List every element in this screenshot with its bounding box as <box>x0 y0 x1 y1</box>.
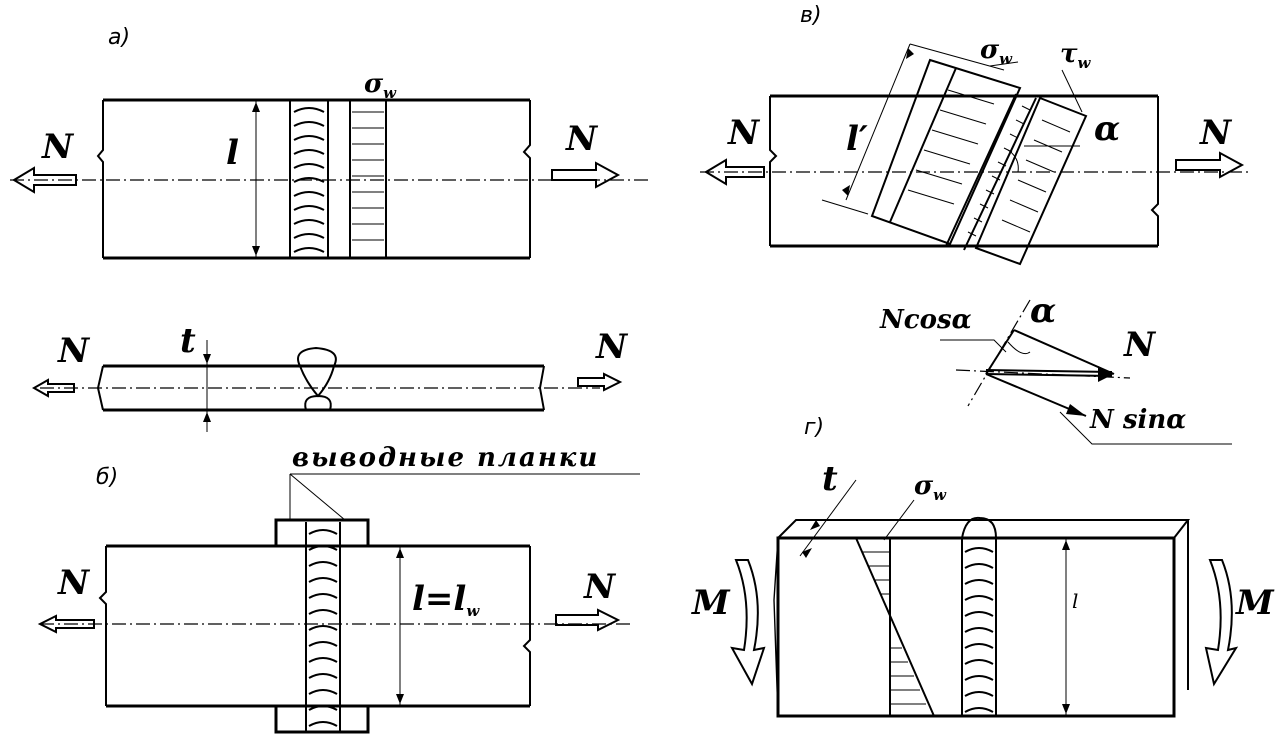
weld-seam-a <box>289 100 329 258</box>
force-arrow-left-side <box>31 378 75 398</box>
caption-a: а) <box>108 25 130 50</box>
sin-component-label: N sinα <box>1089 405 1186 435</box>
stress-label-a: σw <box>364 69 397 102</box>
moment-arrow-right <box>1204 559 1239 687</box>
cos-component-label: Ncosα <box>879 305 972 335</box>
force-label-vector: N <box>1123 325 1157 365</box>
panel-b: б) выводные планки l=lw N N <box>37 443 640 734</box>
caption-b: б) <box>96 465 118 490</box>
force-label-left-a: N <box>41 127 75 167</box>
moment-label-right: M <box>1235 583 1275 623</box>
force-arrow-right-v <box>1175 151 1245 179</box>
angle-label-v: α <box>1094 109 1120 149</box>
length-label-a: l <box>226 133 239 173</box>
length-label-g: l <box>1072 589 1078 613</box>
force-arrow-right-b <box>555 608 621 632</box>
length-label-v: l′ <box>846 119 868 159</box>
force-arrow-left-v <box>704 158 765 186</box>
force-label-left-v: N <box>727 113 761 153</box>
run-off-tab-top <box>274 518 370 548</box>
weld-bead-top <box>297 346 337 398</box>
panel-g: г) l t σw M M <box>691 415 1275 718</box>
force-arrow-left-b <box>37 614 95 634</box>
stress-diagram-v <box>870 58 1022 246</box>
weld-seam-v <box>945 93 1037 251</box>
panel-v: в) l′ σw τw <box>700 3 1250 266</box>
stress-label-g: σw <box>914 471 947 504</box>
run-off-tab-bottom <box>274 704 370 734</box>
force-label-right-a: N <box>565 119 599 159</box>
weld-bead-bottom <box>304 394 332 411</box>
force-label-right-v: N <box>1199 113 1233 153</box>
shear-diagram-v <box>974 96 1088 266</box>
force-label-left-side: N <box>57 331 91 371</box>
force-label-right-b: N <box>583 567 617 607</box>
moment-label-left: M <box>691 583 731 623</box>
thickness-label-g: t <box>822 459 838 499</box>
force-label-left-b: N <box>57 563 91 603</box>
weld-seam-b <box>305 522 341 732</box>
shear-label-v: τw <box>1060 39 1092 72</box>
panel-a-side: t N N <box>31 321 629 432</box>
run-off-tabs-note: выводные планки <box>292 443 599 473</box>
panel-a: а) l σw N N <box>10 25 650 260</box>
force-arrow-left-a <box>12 166 77 194</box>
force-arrow-right-a <box>551 161 621 189</box>
caption-v: в) <box>800 3 822 28</box>
force-label-right-side: N <box>595 327 629 367</box>
weld-seam-g <box>961 516 997 716</box>
stress-diagram-a <box>349 99 387 259</box>
caption-g: г) <box>804 415 824 440</box>
stress-diagram-g <box>854 537 936 717</box>
thickness-label-side: t <box>180 321 196 361</box>
length-label-b: l=lw <box>412 579 480 620</box>
force-decomposition: Ncosα α N N sinα <box>879 291 1232 445</box>
force-arrow-right-side <box>577 372 623 392</box>
moment-arrow-left <box>730 559 766 687</box>
angle-label-vector: α <box>1030 291 1056 331</box>
